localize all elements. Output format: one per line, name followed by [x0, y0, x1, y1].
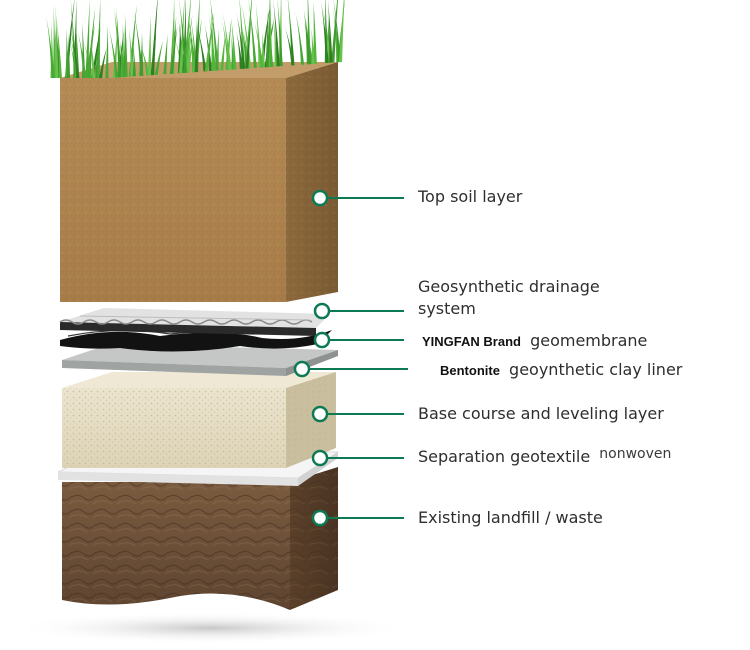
ground-shadow	[10, 612, 410, 644]
grass-blade	[239, 0, 246, 69]
grass-blade	[45, 13, 55, 79]
grass-blade	[128, 27, 134, 77]
grass-blade	[222, 9, 232, 70]
grass-blade	[139, 43, 150, 76]
grass-blade	[196, 24, 207, 72]
grass-blade	[313, 0, 317, 64]
grass-blade	[231, 18, 237, 70]
grass-blade	[179, 0, 185, 74]
marker-geomembrane	[313, 331, 331, 349]
grass-blade	[112, 26, 118, 78]
grass-blade	[210, 4, 215, 71]
drainage-sheet	[59, 308, 330, 336]
grass-blade	[194, 17, 198, 73]
marker-separation	[311, 449, 329, 467]
grass-blade	[70, 28, 80, 78]
grass-blade	[96, 0, 101, 78]
grass-blade	[248, 0, 257, 68]
grass-blade	[154, 40, 164, 75]
grass-blade	[244, 0, 253, 69]
nonwoven-suffix: nonwoven	[599, 446, 672, 462]
grass-blade	[245, 18, 252, 69]
grass-blade	[185, 28, 192, 73]
grass-blade	[52, 6, 57, 78]
label-base-course: Base course and leveling layer	[418, 404, 664, 423]
grass-blade	[269, 33, 274, 67]
base-course-block	[62, 372, 336, 468]
grass-blade	[311, 28, 315, 64]
grass-blade	[56, 18, 62, 78]
grass-blade	[105, 24, 109, 78]
marker-clay-liner	[293, 360, 311, 378]
grass-blade	[289, 25, 295, 66]
label-geomembrane: YINGFAN Brand geomembrane	[422, 331, 648, 350]
grass-blade	[210, 0, 219, 71]
grass-blade	[333, 0, 341, 63]
grass-blade	[116, 6, 122, 78]
marker-top-soil	[311, 189, 329, 207]
grass-blade	[331, 0, 338, 63]
grass-blade	[273, 0, 280, 67]
landfill-block	[62, 467, 338, 610]
grass-blade	[277, 0, 283, 67]
grass-blade	[132, 46, 136, 77]
grass-blade	[220, 32, 226, 71]
clay-liner-sheet	[62, 344, 338, 376]
label-clay-liner: Bentonite geoynthetic clay liner	[440, 360, 683, 379]
grass-blade	[236, 31, 243, 69]
marker-landfill	[311, 509, 329, 527]
grass-blade	[295, 10, 305, 65]
label-separation: Separation geotextile nonwoven	[418, 446, 672, 466]
grass-blade	[163, 34, 168, 75]
grass-blade	[253, 19, 264, 68]
grass-blade	[90, 39, 96, 78]
label-drainage: Geosynthetic drainage system	[418, 277, 600, 318]
leader-lines	[293, 189, 408, 527]
marker-base-course	[311, 405, 329, 423]
bentonite-prefix: Bentonite	[440, 363, 500, 378]
grass-blade	[320, 0, 329, 63]
grass-blade	[265, 8, 270, 68]
label-landfill: Existing landfill / waste	[418, 508, 603, 527]
grass-blade	[170, 26, 178, 74]
grass-blade	[55, 4, 59, 78]
grass-blade	[86, 26, 94, 79]
grass-blade	[204, 22, 213, 71]
top-soil-block	[60, 62, 338, 302]
grass-blade	[327, 0, 333, 63]
label-top-soil: Top soil layer	[418, 187, 523, 206]
grass-blade	[204, 12, 215, 72]
grass-blade	[85, 0, 90, 78]
grass-blade	[98, 47, 107, 78]
grass-blade	[183, 14, 193, 73]
grass-blade	[236, 11, 246, 69]
grass-blade	[338, 0, 345, 62]
grass-blade	[120, 40, 125, 78]
grass-blade	[108, 26, 119, 78]
grass-blade	[124, 13, 128, 77]
grass-blade	[305, 15, 312, 65]
grass-blade	[66, 33, 71, 78]
grass	[45, 0, 345, 79]
grass-blade	[77, 29, 87, 78]
brand-prefix: YINGFAN Brand	[422, 334, 521, 349]
marker-drainage	[313, 302, 331, 320]
grass-blade	[147, 14, 151, 76]
grass-blade	[150, 0, 158, 76]
grass-blade	[179, 0, 188, 73]
grass-blade	[133, 11, 144, 76]
